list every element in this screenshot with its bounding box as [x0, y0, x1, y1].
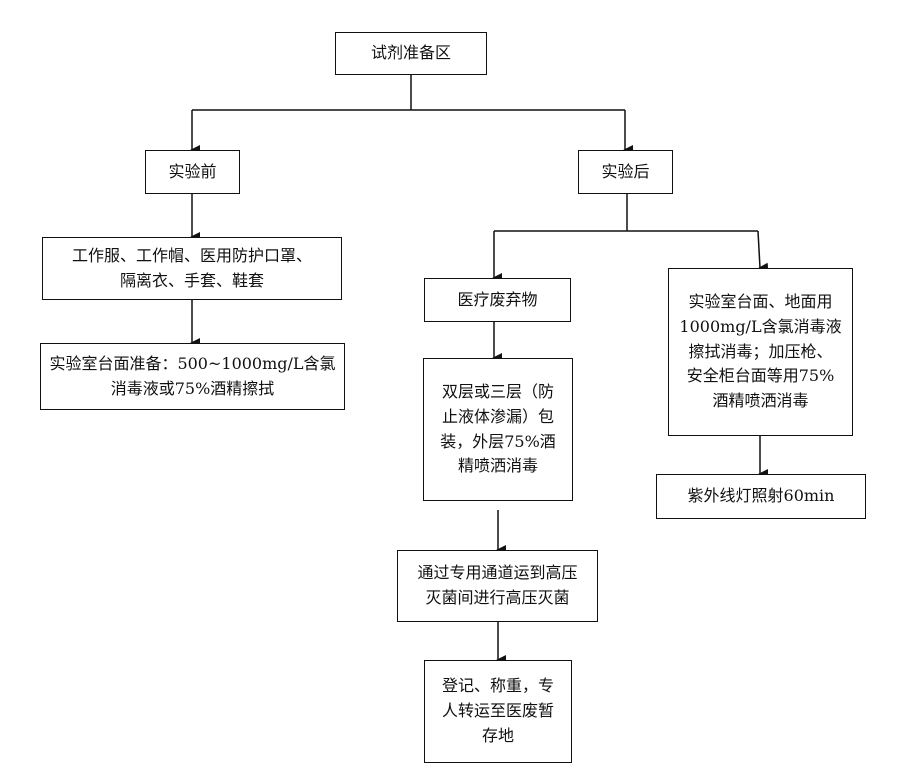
node-ppe-line-2: 隔离衣、手套、鞋套	[119, 270, 264, 290]
node-uv-label: 紫外线灯照射60min	[687, 486, 835, 506]
node-medical-waste-label: 医疗废弃物	[457, 289, 538, 309]
node-surface-line-2: 1000mg/L含氯消毒液	[679, 316, 842, 336]
node-register-line-3: 存地	[481, 725, 514, 745]
node-surface-line-4: 安全柜台面等用75%	[686, 366, 835, 386]
node-transport-line-1: 通过专用通道运到高压	[417, 563, 578, 583]
node-bench-prep: 实验室台面准备：500~1000mg/L含氯 消毒液或75%酒精擦拭	[40, 343, 345, 410]
node-reagent-prep-label: 试剂准备区	[370, 43, 451, 63]
node-reagent-prep: 试剂准备区	[335, 32, 487, 75]
node-bench-prep-line-1: 实验室台面准备：500~1000mg/L含氯	[49, 353, 336, 373]
node-register: 登记、称重，专 人转运至医废暂 存地	[424, 660, 572, 763]
node-packaging: 双层或三层（防 止液体渗漏）包 装，外层75%酒 精喷洒消毒	[423, 358, 573, 501]
node-after-experiment: 实验后	[578, 150, 673, 194]
node-ppe-line-1: 工作服、工作帽、医用防护口罩、	[71, 245, 312, 265]
node-transport: 通过专用通道运到高压 灭菌间进行高压灭菌	[397, 550, 598, 622]
node-uv: 紫外线灯照射60min	[656, 474, 866, 519]
node-before-label: 实验前	[168, 161, 217, 181]
node-register-line-1: 登记、称重，专	[441, 676, 554, 696]
node-after-label: 实验后	[601, 161, 650, 181]
node-packaging-line-4: 精喷洒消毒	[457, 456, 538, 476]
node-packaging-line-1: 双层或三层（防	[441, 381, 554, 401]
node-ppe: 工作服、工作帽、医用防护口罩、 隔离衣、手套、鞋套	[42, 237, 342, 300]
node-transport-line-2: 灭菌间进行高压灭菌	[425, 588, 570, 607]
node-surface-line-5: 酒精喷洒消毒	[712, 391, 809, 411]
node-before-experiment: 实验前	[145, 150, 240, 194]
node-register-line-2: 人转运至医废暂	[441, 701, 554, 721]
arrow-to-surface-disinfect	[757, 230, 769, 273]
node-packaging-line-3: 装，外层75%酒	[440, 431, 556, 451]
node-surface-line-3: 擦拭消毒；加压枪、	[688, 341, 833, 361]
node-surface-line-1: 实验室台面、地面用	[688, 292, 833, 311]
node-medical-waste: 医疗废弃物	[424, 278, 571, 322]
node-packaging-line-2: 止液体渗漏）包	[441, 406, 554, 426]
node-bench-prep-line-2: 消毒液或75%酒精擦拭	[110, 378, 275, 398]
node-surface-disinfect: 实验室台面、地面用 1000mg/L含氯消毒液 擦拭消毒；加压枪、 安全柜台面等…	[668, 268, 853, 436]
